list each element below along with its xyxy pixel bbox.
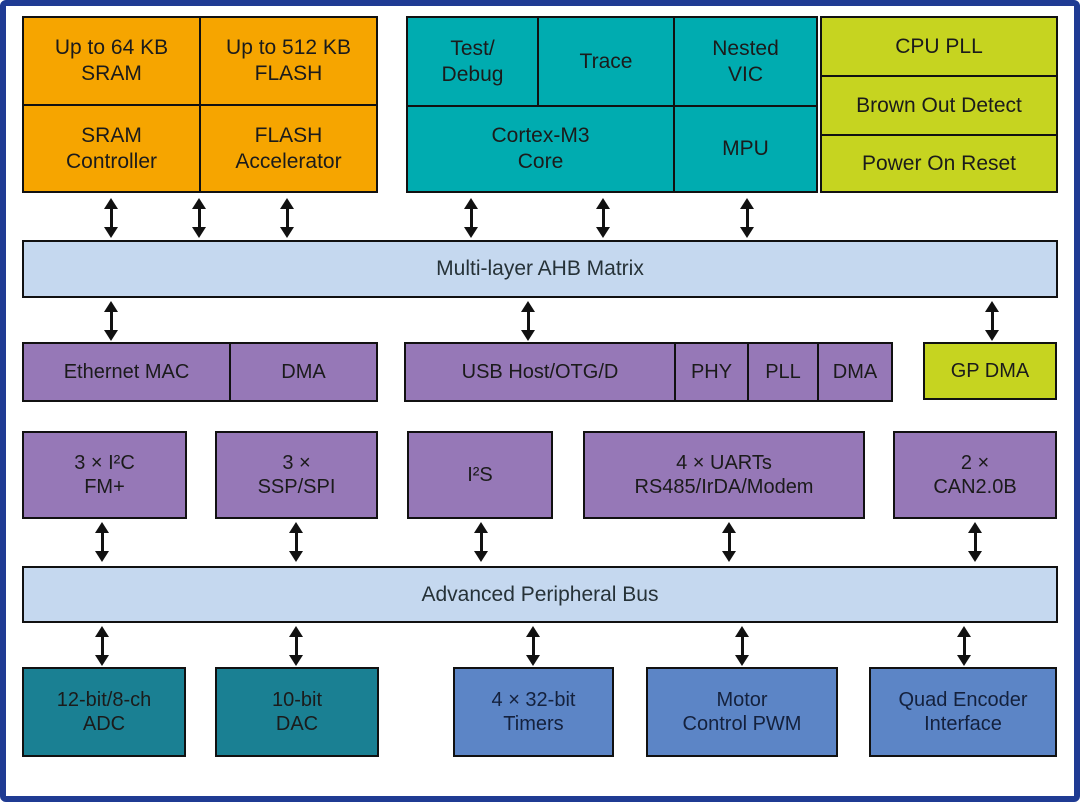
double-arrow-icon [740, 198, 754, 238]
ethernet-group: Ethernet MAC DMA [22, 342, 378, 402]
block-usb-host: USB Host/OTG/D [406, 344, 674, 400]
block-ethernet-dma: DMA [231, 344, 376, 400]
double-arrow-icon [735, 626, 749, 666]
block-ssp-spi: 3 × SSP/SPI [215, 431, 378, 519]
block-i2s: I²S [407, 431, 553, 519]
double-arrow-icon [474, 522, 488, 562]
double-arrow-icon [985, 301, 999, 341]
block-timers: 4 × 32-bit Timers [453, 667, 614, 757]
double-arrow-icon [957, 626, 971, 666]
double-arrow-icon [521, 301, 535, 341]
double-arrow-icon [464, 198, 478, 238]
block-trace: Trace [539, 18, 673, 105]
double-arrow-icon [722, 522, 736, 562]
block-usb-phy: PHY [676, 344, 747, 400]
double-arrow-icon [289, 522, 303, 562]
block-flash-accelerator: FLASH Accelerator [201, 106, 376, 191]
block-dac: 10-bit DAC [215, 667, 379, 757]
block-usb-dma: DMA [819, 344, 891, 400]
block-can: 2 × CAN2.0B [893, 431, 1057, 519]
double-arrow-icon [95, 522, 109, 562]
memory-group: Up to 64 KB SRAM Up to 512 KB FLASH SRAM… [22, 16, 378, 193]
block-sram-controller: SRAM Controller [24, 106, 199, 191]
block-uarts: 4 × UARTs RS485/IrDA/Modem [583, 431, 865, 519]
block-i2c: 3 × I²C FM+ [22, 431, 187, 519]
usb-group: USB Host/OTG/D PHY PLL DMA [404, 342, 893, 402]
block-cortex-m3-core: Cortex-M3 Core [408, 107, 673, 191]
block-sram: Up to 64 KB SRAM [24, 18, 199, 104]
block-gp-dma: GP DMA [923, 342, 1057, 400]
block-power-on-reset: Power On Reset [822, 136, 1056, 191]
cpu-core-group: Test/ Debug Trace Nested VIC Cortex-M3 C… [406, 16, 818, 193]
block-adc: 12-bit/8-ch ADC [22, 667, 186, 757]
ahb-matrix-bus: Multi-layer AHB Matrix [22, 240, 1058, 298]
block-usb-pll: PLL [749, 344, 817, 400]
double-arrow-icon [596, 198, 610, 238]
block-motor-control-pwm: Motor Control PWM [646, 667, 838, 757]
double-arrow-icon [968, 522, 982, 562]
block-brown-out-detect: Brown Out Detect [822, 77, 1056, 134]
double-arrow-icon [95, 626, 109, 666]
double-arrow-icon [289, 626, 303, 666]
block-mpu: MPU [675, 107, 816, 191]
double-arrow-icon [104, 198, 118, 238]
block-test-debug: Test/ Debug [408, 18, 537, 105]
block-flash: Up to 512 KB FLASH [201, 18, 376, 104]
block-ethernet-mac: Ethernet MAC [24, 344, 229, 400]
double-arrow-icon [192, 198, 206, 238]
block-quad-encoder: Quad Encoder Interface [869, 667, 1057, 757]
block-nested-vic: Nested VIC [675, 18, 816, 105]
double-arrow-icon [280, 198, 294, 238]
block-cpu-pll: CPU PLL [822, 18, 1056, 75]
double-arrow-icon [526, 626, 540, 666]
apb-bus: Advanced Peripheral Bus [22, 566, 1058, 623]
double-arrow-icon [104, 301, 118, 341]
clock-power-group: CPU PLL Brown Out Detect Power On Reset [820, 16, 1058, 193]
